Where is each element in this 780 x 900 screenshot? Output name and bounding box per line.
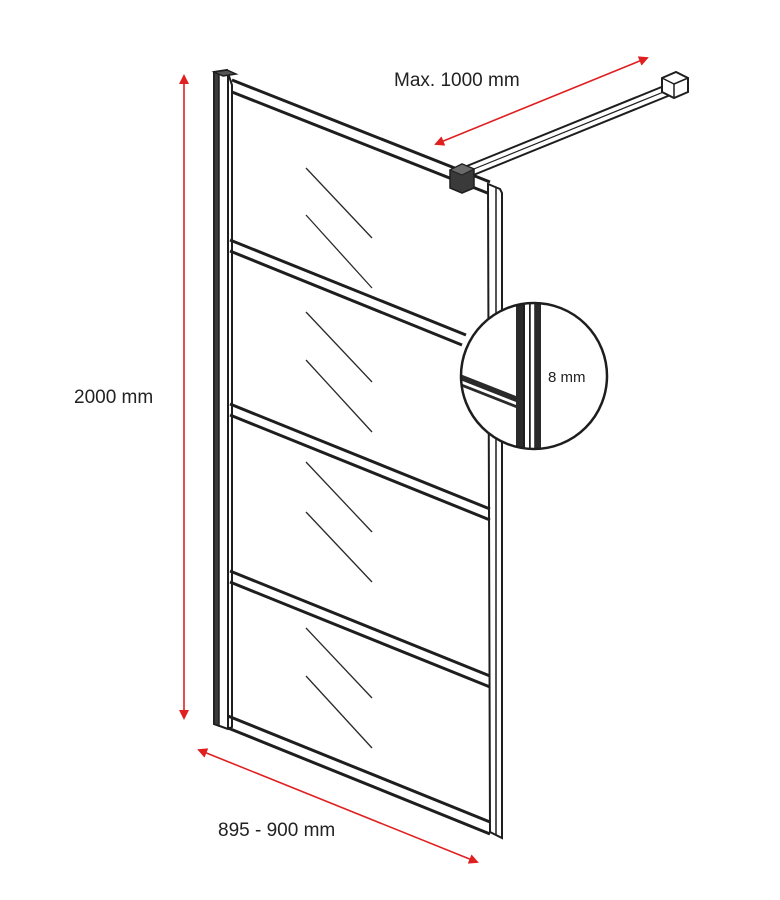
detail-magnified-profile <box>461 303 541 449</box>
width-label: 895 - 900 mm <box>218 820 335 841</box>
arm-length-label: Max. 1000 mm <box>394 70 520 91</box>
right-profile <box>486 182 503 840</box>
left-profile <box>211 68 239 731</box>
top-profile <box>231 78 491 196</box>
crossbar-2 <box>229 402 491 522</box>
crossbar-3 <box>229 569 491 689</box>
glass-clamp <box>448 163 476 194</box>
crossbar-1 <box>229 238 467 347</box>
arm-length-dimension: Max. 1000 mm <box>394 56 649 146</box>
glass-thickness-label: 8 mm <box>548 369 586 386</box>
height-dimension: 2000 mm <box>74 74 189 720</box>
glass-thickness-detail: 8 mm <box>459 301 609 451</box>
glass-reflections <box>305 167 373 749</box>
wall-mount <box>661 70 689 100</box>
height-label: 2000 mm <box>74 387 153 408</box>
width-dimension: 895 - 900 mm <box>197 748 479 864</box>
